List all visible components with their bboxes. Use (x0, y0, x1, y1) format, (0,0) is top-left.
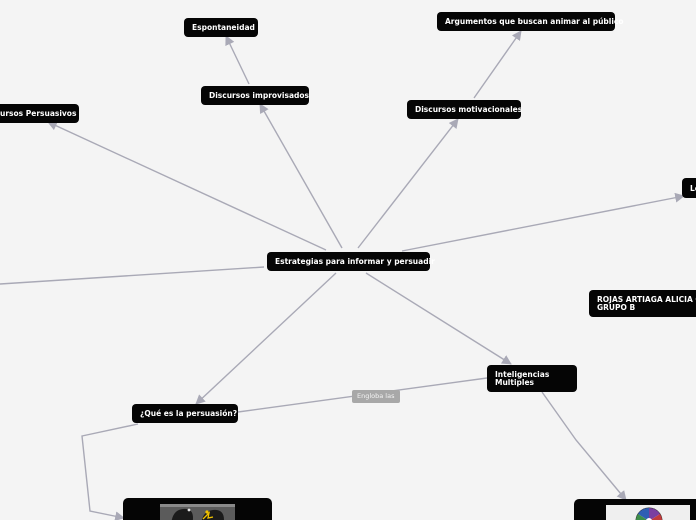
node-discursos-motivacionales[interactable]: Discursos motivacionales (407, 100, 523, 119)
edge-improvisados-to-espontaneidad (225, 35, 250, 85)
edge-central-to-persuasivos (47, 121, 327, 251)
edge-central-to-left (0, 266, 265, 285)
central-topic-label: Estrategias para informar y persuadir (275, 257, 435, 266)
author-name: ROJAS ARTIAGA ALICIA C (597, 294, 696, 304)
edge-central-to-lo (401, 192, 685, 252)
edge-central-to-que-es (195, 272, 337, 405)
node-label: ursos Persuasivos (0, 109, 77, 118)
inteligencias-line2: Multiples (495, 377, 535, 387)
node-lo-partial[interactable]: Lo (682, 178, 696, 198)
relation-label-engloba[interactable]: Engloba las (352, 390, 400, 403)
node-label: Discursos motivacionales (415, 105, 523, 114)
relation-label-text: Engloba las (357, 392, 395, 400)
image-node-persuasion[interactable] (123, 498, 272, 520)
inteligencias-line1: Inteligencias (495, 369, 550, 379)
node-label: Lo (690, 183, 696, 193)
edge-inteligencias-to-image (541, 391, 627, 501)
node-que-es-la-persuasion[interactable]: ¿Qué es la persuasión? (132, 404, 238, 423)
node-inteligencias-multiples[interactable]: Inteligencias Multiples (487, 365, 577, 392)
node-argumentos[interactable]: Argumentos que buscan animar al público (437, 12, 624, 31)
edge-central-to-motivacionales (357, 118, 459, 249)
node-author[interactable]: ROJAS ARTIAGA ALICIA C GRUPO B (589, 290, 696, 317)
node-label: Argumentos que buscan animar al público (445, 17, 624, 26)
image-node-inteligencias[interactable] (574, 499, 696, 520)
intelligences-wheel-illustration (606, 505, 690, 520)
node-discursos-persuasivos[interactable]: ursos Persuasivos (0, 104, 79, 123)
node-label: ¿Qué es la persuasión? (140, 409, 238, 418)
edge-central-to-improvisados (259, 103, 343, 249)
node-central-topic[interactable]: Estrategias para informar y persuadir (267, 252, 435, 271)
author-group: GRUPO B (597, 302, 636, 312)
node-discursos-improvisados[interactable]: Discursos improvisados (201, 86, 309, 105)
persuasion-illustration (160, 504, 235, 520)
inteligencias-text: Inteligencias Multiples (495, 369, 550, 387)
edge-motivacionales-to-argumentos (473, 30, 522, 99)
edge-central-to-inteligencias (365, 272, 512, 365)
edge-que-es-to-image (81, 423, 139, 520)
node-espontaneidad[interactable]: Espontaneidad (184, 18, 258, 37)
author-text: ROJAS ARTIAGA ALICIA C GRUPO B (597, 294, 696, 312)
node-label: Espontaneidad (192, 23, 255, 32)
node-label: Discursos improvisados (209, 91, 310, 100)
